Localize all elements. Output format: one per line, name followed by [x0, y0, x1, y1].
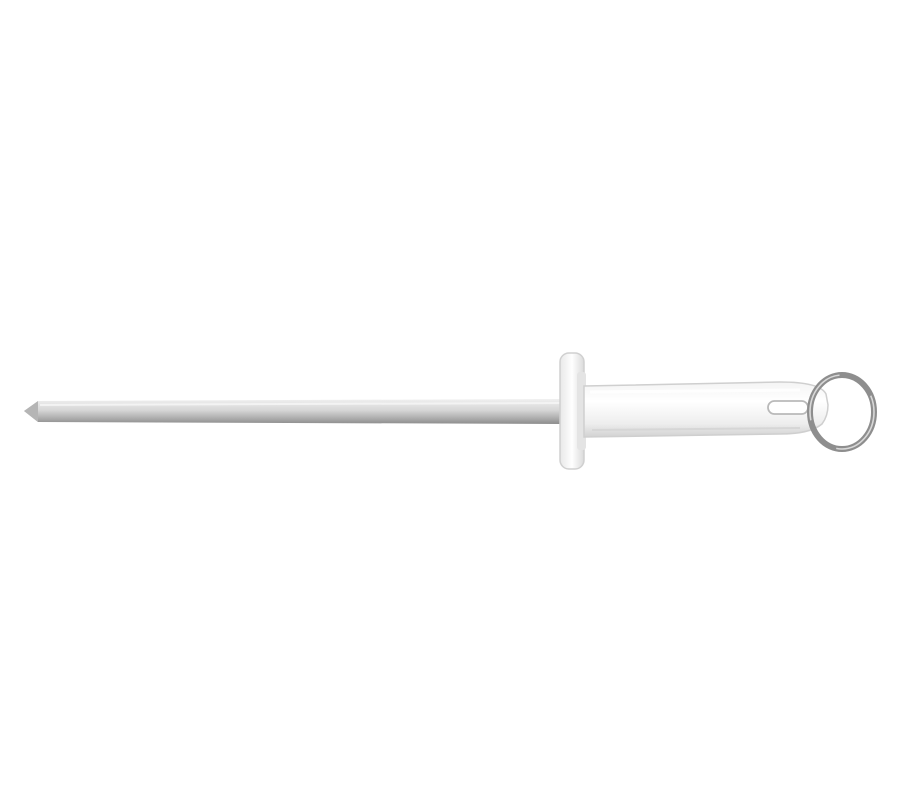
hanging-ring: [807, 372, 877, 452]
guard: [559, 352, 586, 470]
handle: [583, 381, 829, 438]
sharpening-steel-rod: [24, 399, 562, 424]
